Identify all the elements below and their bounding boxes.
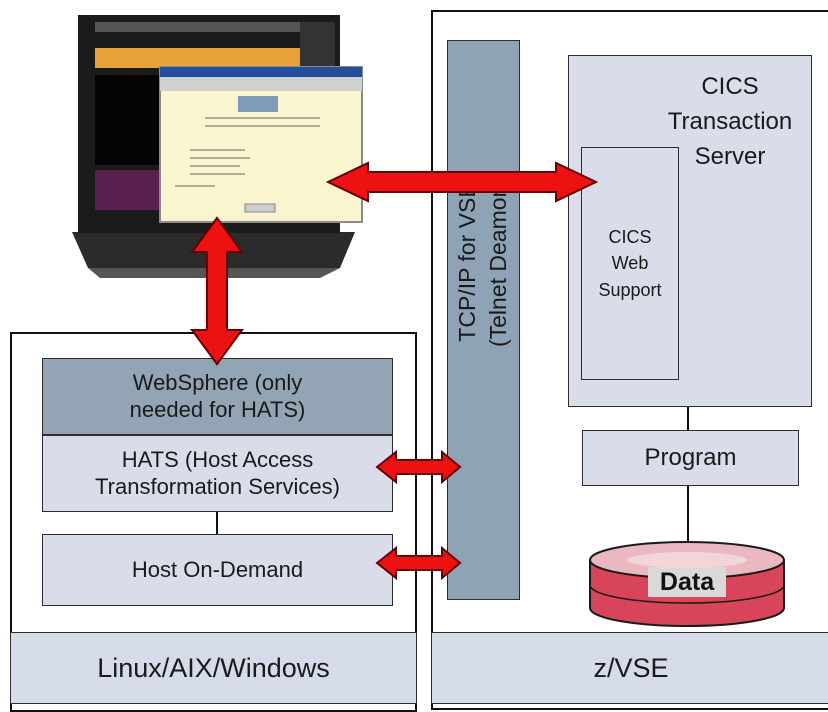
host-on-demand-box: Host On-Demand	[42, 534, 393, 606]
data-label: Data	[659, 568, 715, 596]
websphere-box: WebSphere (only needed for HATS)	[42, 358, 393, 435]
cics-transaction-server-label: CICS Transaction Server	[667, 73, 793, 170]
database-cylinder-icon	[589, 541, 785, 627]
host-on-demand-label: Host On-Demand	[131, 556, 304, 582]
program-box: Program	[582, 430, 799, 486]
zvse-platform-bar: z/VSE	[431, 632, 828, 704]
linux-aix-windows-platform-bar: Linux/AIX/Windows	[10, 632, 417, 704]
websphere-label: WebSphere (only needed for HATS)	[129, 370, 306, 422]
double-headed-arrow-icon	[190, 161, 599, 581]
tcpip-vse-bar	[447, 40, 520, 600]
cics-web-support-label: CICS Web Support	[598, 227, 662, 300]
cics-web-support-box: CICS Web Support	[581, 147, 679, 380]
linux-aix-windows-label: Linux/AIX/Windows	[97, 652, 330, 683]
zvse-platform-label: z/VSE	[593, 652, 669, 683]
laptop-browser-icon	[72, 15, 363, 278]
hats-label: HATS (Host Access Transformation Service…	[95, 447, 340, 499]
hats-box: HATS (Host Access Transformation Service…	[42, 435, 393, 512]
program-label: Program	[644, 443, 737, 471]
